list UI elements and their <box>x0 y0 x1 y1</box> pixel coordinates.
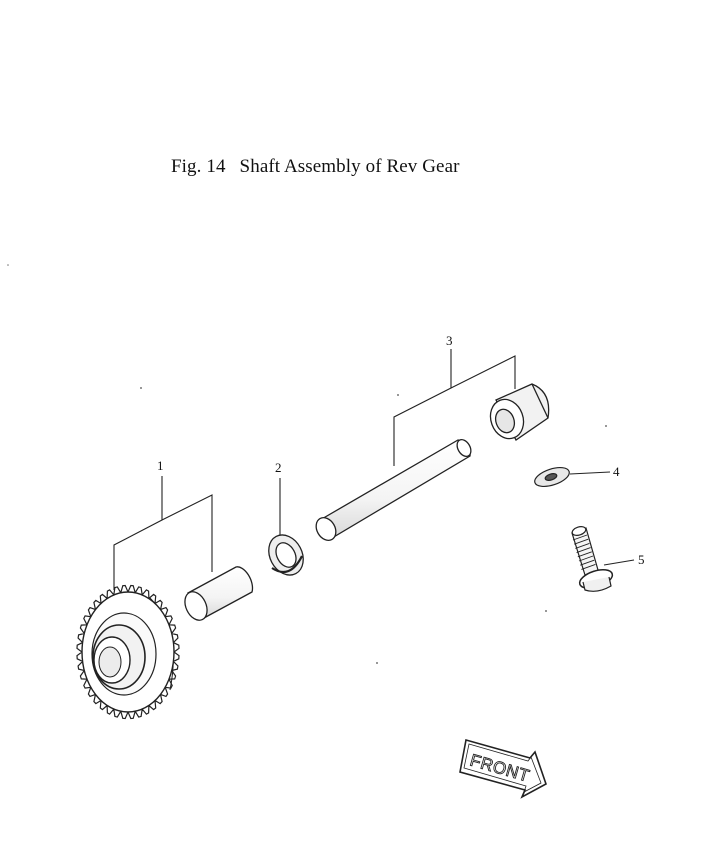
idler-shaft <box>315 438 472 541</box>
bushing-end <box>184 591 208 621</box>
bolt-head <box>582 576 612 592</box>
leader-1b <box>161 494 213 572</box>
callout-2: 2 <box>275 460 282 475</box>
callout-1: 1 <box>157 458 164 473</box>
lock-washer <box>534 466 570 488</box>
washer-edge <box>271 555 303 574</box>
bolt-thread-line <box>576 547 591 554</box>
shaft-collar <box>489 383 550 441</box>
figure-number: Fig. 14 <box>171 156 226 177</box>
washer-inner <box>275 542 297 568</box>
bolt-thread-line <box>578 555 594 562</box>
figure-title: Shaft Assembly of Rev Gear <box>239 156 460 177</box>
bolt-thread-line <box>575 542 590 549</box>
leader-1 <box>113 476 163 590</box>
lock-washer-inner <box>544 472 558 482</box>
leader-4 <box>569 471 611 475</box>
flange-bolt <box>571 526 614 592</box>
bolt-thread-line <box>580 559 595 566</box>
callout-3: 3 <box>446 333 453 348</box>
leader-3b <box>450 355 516 389</box>
shaft-far-end <box>456 438 472 458</box>
callout-5: 5 <box>638 552 645 567</box>
collar-bore <box>494 408 516 434</box>
figure-caption: Fig. 14 Shaft Assembly of Rev Gear <box>171 156 460 178</box>
callout-4: 4 <box>613 464 620 479</box>
collar-flat <box>531 383 549 419</box>
rev-gear <box>76 584 180 720</box>
thrust-washer <box>268 534 304 576</box>
leader-5 <box>603 559 635 566</box>
callout-labels: 1 2 3 4 5 <box>157 333 645 567</box>
shaft-end <box>315 517 337 541</box>
gear-bushing <box>184 566 254 621</box>
front-arrow-inner <box>463 743 542 793</box>
bolt-thread <box>572 534 596 570</box>
scan-specks <box>7 264 607 664</box>
leader-lines <box>113 349 635 590</box>
front-direction-arrow: FRONT <box>459 738 547 799</box>
shaft-body <box>319 439 471 539</box>
bolt-thread-line <box>574 538 589 545</box>
bolt-thread-line <box>577 551 592 558</box>
bolt-tip <box>571 526 587 536</box>
bolt-thread-line <box>572 534 588 541</box>
gear-hub-inner <box>98 646 122 678</box>
leader-3 <box>393 349 452 466</box>
bolt-thread-line <box>581 563 596 570</box>
